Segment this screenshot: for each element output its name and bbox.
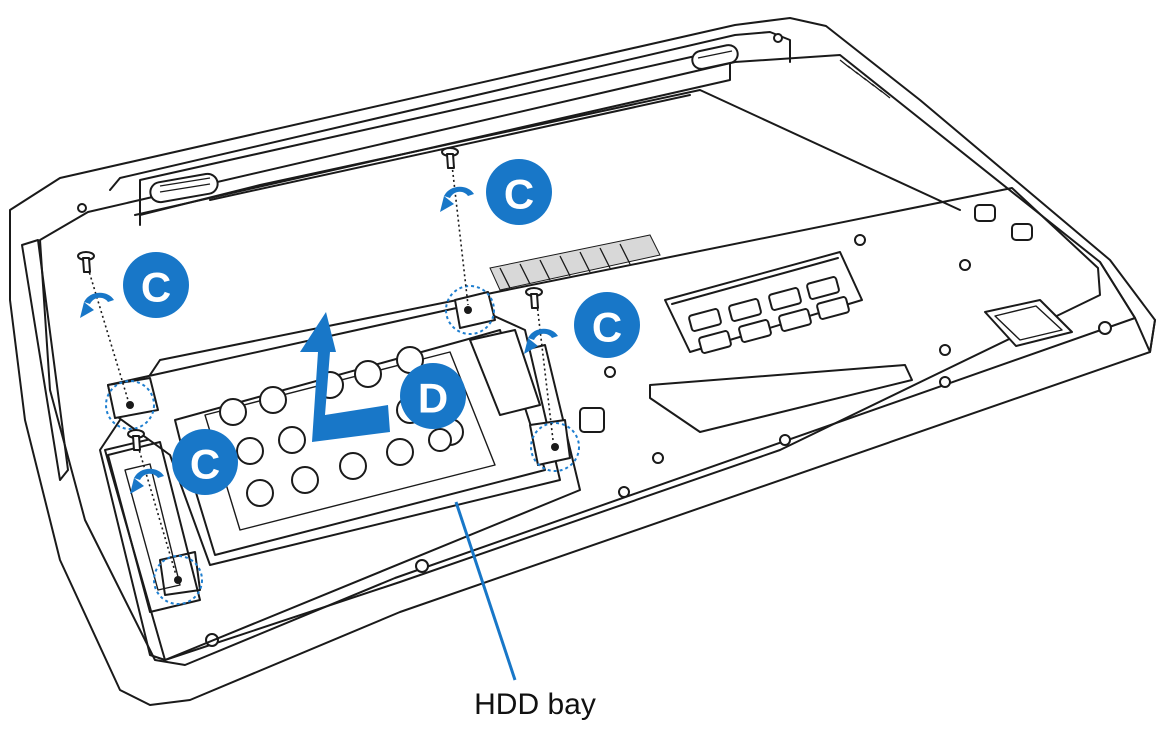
hdd-bay-side-rail	[107, 441, 201, 613]
step-badge-c: C	[172, 429, 238, 495]
hdd-bay-leader-line	[454, 501, 517, 681]
wireless-card	[984, 299, 1073, 347]
screw-boss	[779, 434, 791, 446]
connector-pad	[1011, 223, 1033, 241]
screw-boss	[604, 366, 616, 378]
screw-hole-marker	[105, 380, 155, 430]
wireless-card-inner	[994, 305, 1063, 341]
screw-boss	[854, 234, 866, 246]
laptop-base-outline	[9, 17, 1156, 706]
svg-text:D: D	[418, 375, 448, 422]
connector-pad	[974, 204, 996, 222]
step-badge-d: D	[400, 363, 466, 429]
screw-boss	[1098, 321, 1112, 335]
rotate-arrow-icon	[440, 186, 474, 212]
step-badge-c: C	[123, 252, 189, 318]
rotate-arrow-icon	[524, 328, 558, 354]
connector-pad	[579, 407, 605, 433]
hdd-bay-label: HDD bay	[474, 688, 596, 721]
svg-text:C: C	[504, 171, 534, 218]
screw-icon	[441, 147, 469, 306]
vent-right	[691, 44, 739, 70]
left-side-edge	[21, 239, 69, 481]
screw-boss	[652, 452, 664, 464]
expansion-slot	[649, 364, 913, 433]
right-side-edge	[1099, 261, 1156, 353]
rubber-foot	[77, 203, 87, 213]
screw-boss	[618, 486, 630, 498]
ram-module	[664, 251, 863, 354]
screw-boss	[939, 344, 951, 356]
rotate-arrow-icon	[130, 468, 164, 494]
screw-boss	[959, 259, 971, 271]
screw-icon	[525, 287, 554, 441]
screw-icon	[127, 429, 177, 576]
laptop-base-inner-rim	[39, 54, 1136, 666]
svg-text:C: C	[190, 441, 220, 488]
compartment-cavity	[99, 187, 1101, 661]
step-badge-c: C	[486, 159, 552, 225]
vent-left	[149, 172, 219, 204]
cooling-grill	[489, 234, 661, 291]
side-grille	[839, 59, 891, 99]
screw-hole-marker	[530, 422, 580, 472]
svg-text:C: C	[141, 264, 171, 311]
screw-boss	[415, 559, 429, 573]
screw-boss	[939, 376, 951, 388]
rotate-arrow-icon	[80, 292, 114, 318]
screw-icon	[77, 251, 129, 401]
slide-lift-arrow-icon	[300, 312, 390, 442]
rubber-foot	[773, 33, 783, 43]
screw-hole-marker	[445, 285, 495, 335]
screw-hole-marker	[153, 555, 203, 605]
hdd-bay-side-rail-inner	[124, 463, 181, 591]
svg-text:C: C	[592, 304, 622, 351]
step-badge-c: C	[574, 292, 640, 358]
